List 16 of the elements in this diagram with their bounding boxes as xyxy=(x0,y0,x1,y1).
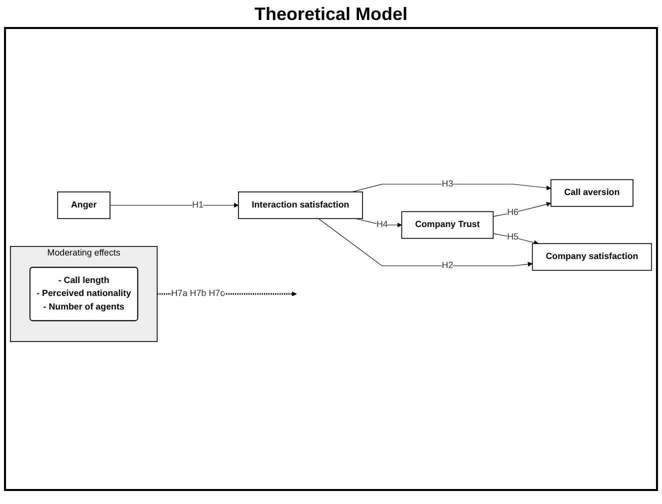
edge-label: H4 xyxy=(376,220,388,229)
edge-label: H7a H7b H7c xyxy=(171,288,225,298)
arrow xyxy=(492,201,552,216)
arrow xyxy=(110,202,239,208)
edge-label: H3 xyxy=(442,178,454,188)
edge-label: H6 xyxy=(507,207,518,217)
diagram-title: Theoretical Model xyxy=(253,4,409,25)
edge-label: H5 xyxy=(507,232,518,242)
node-box: Company Trust xyxy=(401,210,494,238)
node-box: Call aversion xyxy=(550,178,634,206)
edge-label: H2 xyxy=(442,260,454,270)
node-box: Anger xyxy=(57,191,110,219)
arrow xyxy=(492,232,539,244)
node-box: Interaction satisfaction xyxy=(238,191,363,219)
edge-label: H1 xyxy=(192,200,204,210)
node-box: Company satisfaction xyxy=(532,242,652,270)
